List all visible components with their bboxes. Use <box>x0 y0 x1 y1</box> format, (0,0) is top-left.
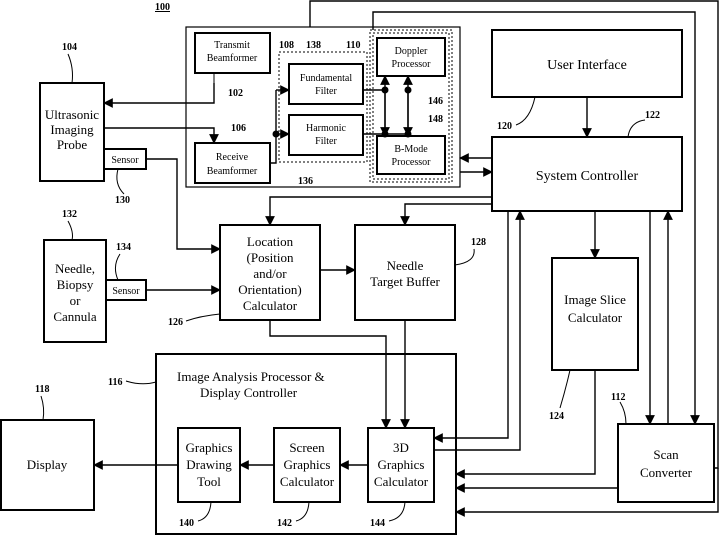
probe-sensor-label: Sensor <box>111 155 139 166</box>
fundamental-filter-ref: 138 <box>306 40 321 51</box>
location-calculator-label-2: (Position <box>247 250 294 265</box>
needle-target-buffer-label-1: Needle <box>387 258 424 273</box>
location-ref-leader <box>186 314 220 321</box>
filter-group-ref: 108 <box>279 40 294 51</box>
receive-beamformer-label-1: Receive <box>216 152 249 163</box>
image-analysis-label-1: Image Analysis Processor & <box>177 369 325 384</box>
needle-label-1: Needle, <box>55 261 95 276</box>
needle-sensor-ref-leader <box>115 254 120 280</box>
system-controller-ref: 122 <box>645 110 660 121</box>
doppler-processor-label-1: Doppler <box>395 46 428 57</box>
graphics-drawing-tool-label-3: Tool <box>197 474 221 489</box>
needle-sensor-ref: 134 <box>116 242 131 253</box>
controller-to-location-arrow <box>270 197 492 225</box>
bmode-processor-block <box>377 136 445 174</box>
harmonic-filter-ref: 136 <box>298 176 313 187</box>
slice-ref-leader <box>560 370 570 408</box>
transmit-beamformer-ref: 102 <box>228 88 243 99</box>
doppler-processor-ref: 146 <box>428 96 443 107</box>
location-calculator-ref: 126 <box>168 317 183 328</box>
needle-sensor-label: Sensor <box>112 286 140 297</box>
user-interface-ref: 120 <box>497 121 512 132</box>
display-ref: 118 <box>35 384 49 395</box>
display-label: Display <box>27 457 68 472</box>
receive-beamformer-block <box>195 143 270 183</box>
image-analysis-label-2: Display Controller <box>200 385 298 400</box>
doppler-processor-label-2: Processor <box>392 59 432 70</box>
screen-graphics-calculator-label-2: Graphics <box>284 457 331 472</box>
junction-dot-1 <box>382 87 389 94</box>
receive-beamformer-label-2: Beamformer <box>207 166 258 177</box>
user-interface-ref-leader <box>516 97 535 125</box>
bmode-processor-ref: 148 <box>428 114 443 125</box>
ultrasonic-probe-label-3: Probe <box>57 137 88 152</box>
probe-ref-leader <box>68 54 73 83</box>
image-slice-calculator-ref: 124 <box>549 411 564 422</box>
screen-graphics-calculator-label-3: Calculator <box>280 474 335 489</box>
image-analysis-ref-leader <box>126 381 156 384</box>
screen-graphics-calculator-ref: 142 <box>277 518 292 529</box>
ultrasonic-probe-ref: 104 <box>62 42 77 53</box>
processor-group-ref: 110 <box>346 40 360 51</box>
harmonic-filter-label-2: Filter <box>315 136 337 147</box>
fundamental-filter-label-2: Filter <box>315 86 337 97</box>
screen-graphics-calculator-label-1: Screen <box>289 440 325 455</box>
scan-converter-ref: 112 <box>611 392 625 403</box>
fundamental-filter-block <box>289 64 363 104</box>
slice-to-analysis-arrow <box>456 370 595 474</box>
probe-sensor-ref-leader <box>117 169 124 194</box>
junction-dot-2 <box>405 87 412 94</box>
junction-dot-3 <box>382 131 389 138</box>
graphics-drawing-tool-label-1: Graphics <box>186 440 233 455</box>
display-ref-leader <box>41 396 44 420</box>
location-calculator-label-5: Calculator <box>243 298 298 313</box>
needle-label-4: Cannula <box>53 309 97 324</box>
image-slice-calculator-label-2: Calculator <box>568 310 623 325</box>
graphics-3d-calculator-label-3: Calculator <box>374 474 429 489</box>
image-analysis-ref: 116 <box>108 377 122 388</box>
bmode-processor-label-1: B-Mode <box>394 144 428 155</box>
location-calculator-label-1: Location <box>247 234 294 249</box>
scan-converter-ref-leader <box>620 402 626 424</box>
harmonic-filter-block <box>289 115 363 155</box>
system-controller-ref-leader <box>628 120 645 137</box>
controller-to-buffer-arrow <box>405 204 492 225</box>
buffer-ref-leader <box>455 249 474 265</box>
junction-dot-filter-bus <box>273 131 280 138</box>
transmit-beamformer-label-1: Transmit <box>214 40 250 51</box>
figure-ref: 100 <box>155 2 170 13</box>
location-calculator-label-4: Orientation) <box>238 282 302 297</box>
probe-to-receive-arrow <box>104 128 214 143</box>
transmit-beamformer-label-2: Beamformer <box>207 53 258 64</box>
probe-sensor-ref: 130 <box>115 195 130 206</box>
needle-target-buffer-ref: 128 <box>471 237 486 248</box>
graphics-3d-calculator-label-1: 3D <box>393 440 409 455</box>
ultrasonic-probe-label-2: Imaging <box>50 122 94 137</box>
location-calculator-label-3: and/or <box>253 266 287 281</box>
needle-label-3: or <box>70 293 82 308</box>
doppler-processor-block <box>377 38 445 76</box>
needle-label-2: Biopsy <box>57 277 94 292</box>
junction-dot-4 <box>405 131 412 138</box>
ultrasonic-probe-label-1: Ultrasonic <box>45 107 99 122</box>
needle-target-buffer-label-2: Target Buffer <box>370 274 440 289</box>
scan-converter-label-2: Converter <box>640 465 693 480</box>
scan-converter-label-1: Scan <box>653 447 679 462</box>
user-interface-label: User Interface <box>547 58 627 73</box>
bmode-processor-label-2: Processor <box>392 157 432 168</box>
needle-ref-leader <box>68 221 73 240</box>
graphics-3d-calculator-ref: 144 <box>370 518 385 529</box>
graphics-drawing-tool-ref: 140 <box>179 518 194 529</box>
harmonic-filter-label-1: Harmonic <box>306 123 347 134</box>
system-controller-label: System Controller <box>536 169 639 184</box>
fundamental-filter-label-1: Fundamental <box>300 73 352 84</box>
transmit-to-probe-arrow <box>104 83 214 103</box>
graphics-drawing-tool-label-2: Drawing <box>186 457 232 472</box>
receive-beamformer-ref: 106 <box>231 123 246 134</box>
scan-converter-block <box>618 424 714 502</box>
graphics-3d-calculator-label-2: Graphics <box>378 457 425 472</box>
needle-ref: 132 <box>62 209 77 220</box>
image-slice-calculator-label-1: Image Slice <box>564 292 626 307</box>
